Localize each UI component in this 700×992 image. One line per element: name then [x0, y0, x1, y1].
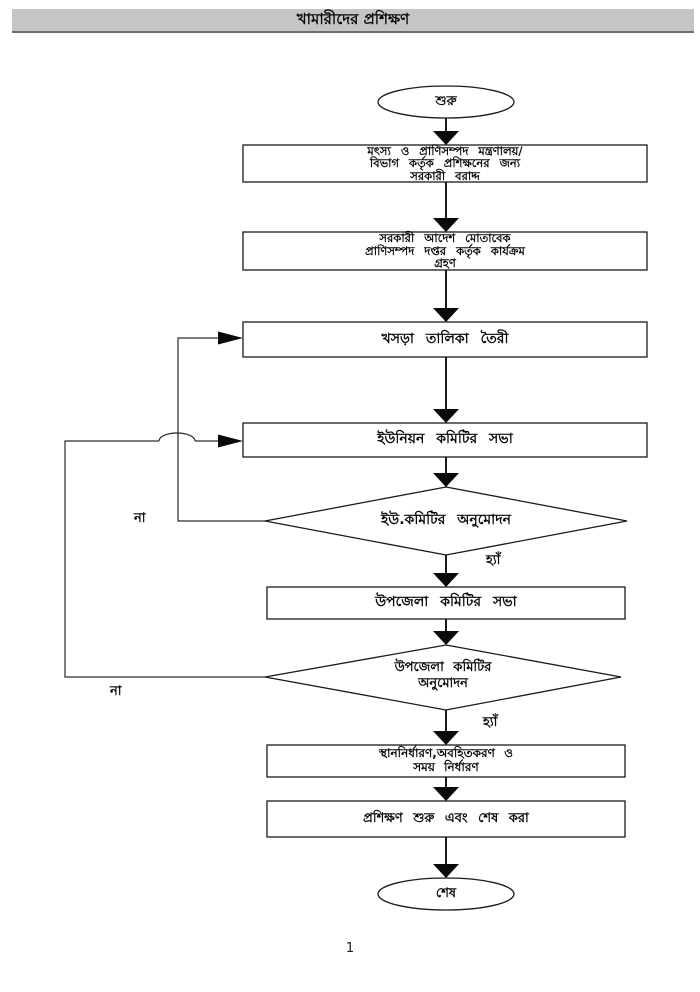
decision1-node: ইউ.কমিটির অনুমোদন	[265, 487, 627, 555]
end-label: শেষ	[435, 885, 457, 901]
box1-line1: মৎস্য ও প্রাণিসম্পদ মন্ত্রণালয়/	[367, 143, 523, 158]
decision1-label: ইউ.কমিটির অনুমোদন	[381, 512, 511, 529]
process-box4: ইউনিয়ন কমিটির সভা	[243, 423, 647, 457]
arrow-decision1-to-box5	[433, 555, 459, 587]
end-node: শেষ	[378, 878, 514, 910]
decision2-line2: অনুমোদন	[418, 676, 468, 691]
process-box7: প্রশিক্ষণ শুরু এবং শেষ করা	[267, 801, 625, 837]
box6-line1: স্থাননির্ধারণ,অবহিতকরণ ও	[379, 746, 513, 761]
process-box2: সরকারী আদেশ মোতাবেক প্রাণিসম্পদ দপ্তর কর…	[243, 232, 647, 270]
loop-decision1-no-to-box3	[177, 331, 265, 522]
box1-line2: বিভাগ কর্তৃক প্রশিক্ষনের জন্য	[369, 156, 521, 171]
box5-label: উপজেলা কমিটির সভা	[375, 594, 517, 611]
process-box1: মৎস্য ও প্রাণিসম্পদ মন্ত্রণালয়/ বিভাগ ক…	[243, 143, 647, 183]
decision2-line1: উপজেলা কমিটির	[394, 659, 492, 675]
box2-line3: গ্রহণ	[434, 256, 456, 271]
process-box3: খসড়া তালিকা তৈরী	[243, 322, 647, 357]
decision2-node: উপজেলা কমিটির অনুমোদন	[265, 645, 621, 707]
decision1-yes-label: হ্যাঁ	[486, 553, 501, 568]
document-title: খামারীদের প্রশিক্ষণ	[296, 9, 410, 28]
box2-line1: সরকারী আদেশ মোতাবেক	[379, 231, 511, 246]
box3-label: খসড়া তালিকা তৈরী	[381, 330, 509, 347]
arrow-box6-to-box7	[433, 777, 459, 801]
box2-line2: প্রাণিসম্পদ দপ্তর কর্তৃক কার্যক্রম	[365, 243, 525, 258]
process-box5: উপজেলা কমিটির সভা	[267, 587, 625, 619]
arrow-box4-to-decision1	[433, 457, 459, 487]
arrow-box7-to-end	[433, 837, 459, 878]
decision2-yes-label: হ্যাঁ	[483, 715, 498, 730]
box4-label: ইউনিয়ন কমিটির সভা	[377, 431, 513, 448]
decision1-no-label: না	[134, 511, 146, 526]
arrow-box2-to-box3	[433, 270, 459, 322]
box7-label: প্রশিক্ষণ শুরু এবং শেষ করা	[363, 810, 529, 826]
arrow-box1-to-box2	[433, 182, 459, 232]
arrow-start-to-box1	[433, 118, 459, 145]
process-box6: স্থাননির্ধারণ,অবহিতকরণ ও সময় নির্ধারণ	[267, 745, 625, 777]
loop-decision2-no-to-box4	[64, 432, 265, 678]
arrow-box3-to-box4	[433, 357, 459, 423]
box1-line3: সরকারী বরাদ্দ	[410, 168, 480, 183]
start-label: শুরু	[435, 93, 457, 109]
decision2-no-label: না	[110, 684, 122, 699]
box6-line2: সময় নির্ধারণ	[413, 760, 479, 774]
arrow-box5-to-decision2	[433, 619, 459, 645]
page-number: 1	[345, 941, 355, 956]
arrow-decision2-to-box6	[433, 710, 459, 745]
title-bar: খামারীদের প্রশিক্ষণ	[12, 9, 694, 33]
start-node: শুরু	[378, 86, 514, 118]
